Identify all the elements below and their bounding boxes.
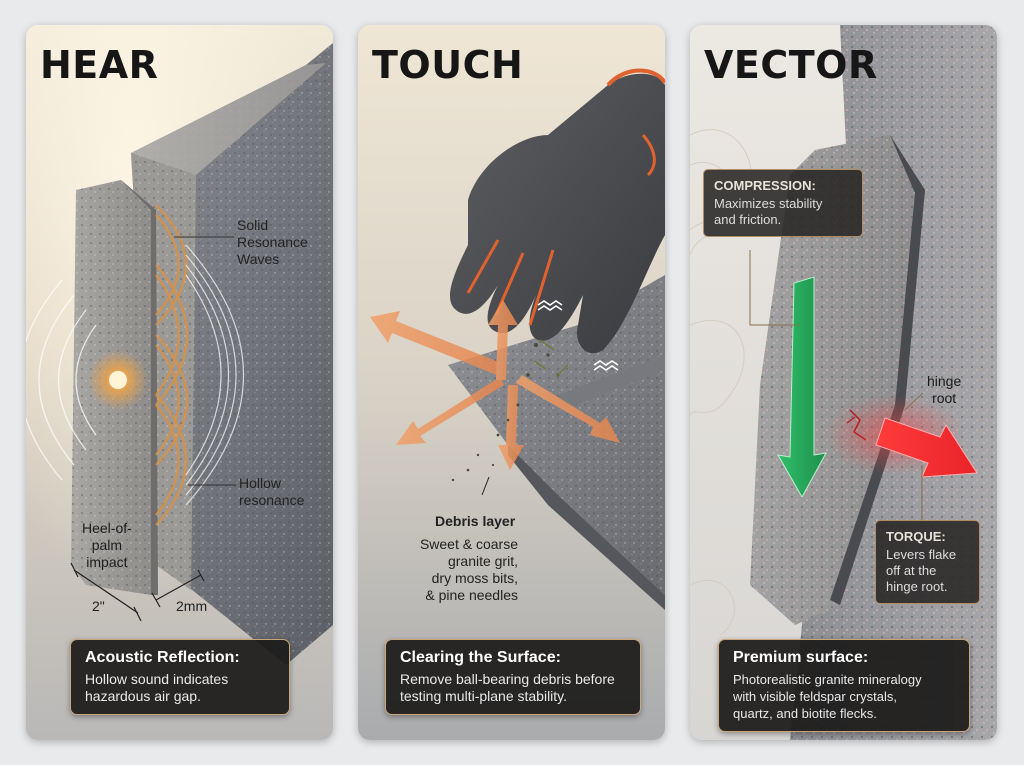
- label-compression: COMPRESSION: Maximizes stability and fri…: [703, 169, 863, 237]
- caption-body: Hollow sound indicates hazardous air gap…: [85, 671, 229, 704]
- caption-premium-surface: Premium surface: Photorealistic granite …: [718, 639, 970, 732]
- torque-heading: TORQUE:: [886, 529, 946, 544]
- caption-acoustic-reflection: Acoustic Reflection: Hollow sound indica…: [70, 639, 290, 715]
- caption-heading: Clearing the Surface:: [400, 649, 561, 666]
- caption-clearing-surface: Clearing the Surface: Remove ball-bearin…: [385, 639, 641, 715]
- label-dimension-2mm: 2mm: [176, 598, 208, 614]
- label-hollow-resonance: Hollow resonance: [239, 475, 305, 508]
- panel-hear: HEAR Solid Resonance Waves Hollow resona…: [26, 25, 333, 740]
- label-dimension-2in: 2": [92, 598, 105, 614]
- caption-heading: Premium surface:: [733, 649, 869, 666]
- label-torque: TORQUE: Levers flake off at the hinge ro…: [875, 520, 980, 604]
- panel-title-vector: VECTOR: [704, 43, 878, 87]
- panel-touch: TOUCH Debris layer Sweet & coarse granit…: [358, 25, 665, 740]
- panel-title-touch: TOUCH: [372, 43, 524, 87]
- compression-body: Maximizes stability and friction.: [714, 196, 823, 227]
- panel-title-hear: HEAR: [40, 43, 159, 87]
- label-heel-impact: Heel-of- palm impact: [82, 520, 132, 570]
- caption-body: Photorealistic granite mineralogy with v…: [733, 672, 922, 721]
- hear-illustration: [26, 25, 333, 740]
- touch-illustration: [358, 25, 665, 740]
- vector-illustration: [690, 25, 997, 740]
- label-solid-resonance: Solid Resonance Waves: [237, 217, 308, 267]
- torque-body: Levers flake off at the hinge root.: [886, 547, 957, 594]
- compression-heading: COMPRESSION:: [714, 178, 816, 193]
- label-debris-layer-body: Sweet & coarse granite grit, dry moss bi…: [419, 536, 518, 603]
- panel-vector: VECTOR COMPRESSION: Maximizes stability …: [690, 25, 997, 740]
- label-hinge-root: hinge root: [927, 373, 962, 406]
- caption-body: Remove ball-bearing debris before testin…: [400, 671, 615, 704]
- label-debris-layer-heading: Debris layer: [435, 513, 516, 529]
- caption-heading: Acoustic Reflection:: [85, 649, 240, 666]
